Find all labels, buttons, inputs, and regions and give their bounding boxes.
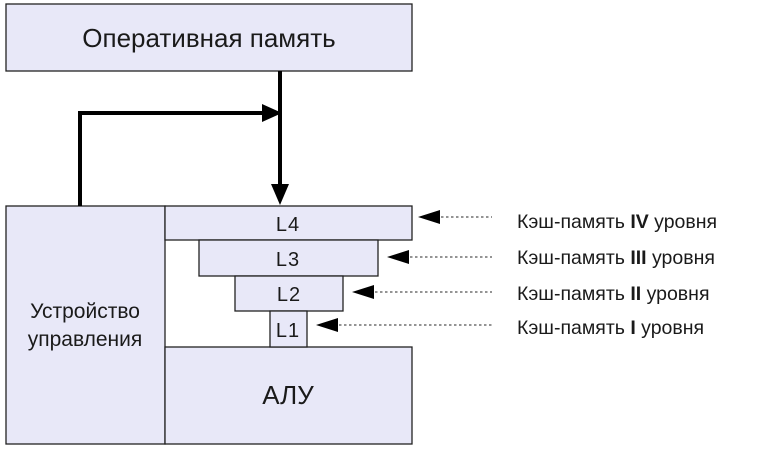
control-unit-label-line1: Устройство	[30, 300, 140, 323]
alu-label: АЛУ	[262, 380, 314, 410]
ram-label: Оперативная память	[82, 23, 335, 53]
cache-l2-name: L2	[277, 284, 301, 306]
control-unit-label-line2: управления	[28, 328, 143, 351]
cache-l4-box	[164, 205, 413, 241]
ram-to-cache-arrowhead	[271, 184, 289, 205]
pointer-l3-arrowhead	[387, 250, 409, 264]
control-to-bus-line	[78, 111, 262, 206]
control-unit-box	[5, 205, 166, 445]
alu-box	[164, 346, 413, 445]
pointer-l1-arrowhead	[316, 318, 338, 332]
cache-l3-name: L3	[276, 249, 300, 271]
ram-box	[5, 3, 413, 72]
cache-l4-name: L4	[276, 214, 300, 236]
cache-l3-box	[198, 239, 379, 277]
pointer-l4-arrowhead	[418, 210, 440, 224]
cache-l3-label: Кэш-память III уровня	[517, 247, 715, 269]
pointer-l2-arrowhead	[352, 285, 374, 299]
cache-l1-label: Кэш-память I уровня	[517, 317, 704, 339]
control-to-bus-arrowhead	[262, 104, 282, 122]
cache-l4-label: Кэш-память IV уровня	[517, 211, 717, 233]
cache-l1-box	[269, 310, 308, 348]
cache-l1-name: L1	[276, 320, 300, 342]
cache-l2-label: Кэш-память II уровня	[517, 283, 710, 305]
